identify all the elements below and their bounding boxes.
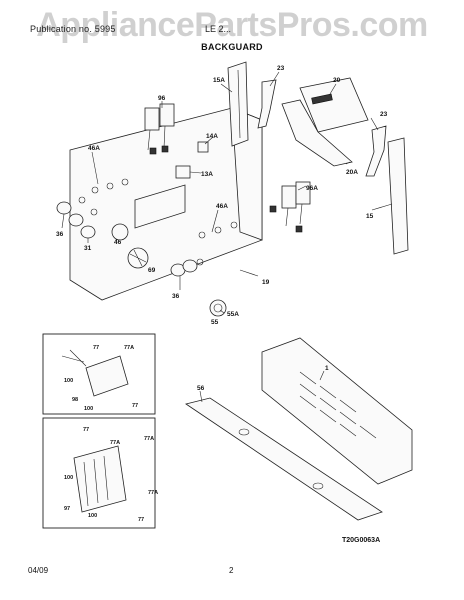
part-46 bbox=[111, 223, 129, 241]
label-46: 46 bbox=[114, 239, 122, 246]
bracket-23-right bbox=[365, 125, 387, 177]
watermark: AppliancePartsPros.com bbox=[36, 6, 428, 44]
control-panel-backguard bbox=[69, 107, 263, 301]
label-46A-right: 46A bbox=[216, 203, 228, 210]
svg-text:77A: 77A bbox=[148, 490, 158, 496]
svg-text:98: 98 bbox=[72, 397, 78, 403]
svg-text:77: 77 bbox=[93, 345, 99, 351]
label-55A: 55A bbox=[227, 311, 239, 318]
page-number: 2 bbox=[229, 566, 234, 575]
label-23: 23 bbox=[277, 65, 285, 72]
label-36-right: 36 bbox=[172, 293, 180, 300]
svg-text:100: 100 bbox=[84, 406, 93, 412]
label-14A: 14A bbox=[206, 133, 218, 140]
label-15: 15 bbox=[366, 213, 374, 220]
revision-date: 04/09 bbox=[28, 566, 49, 575]
label-15A: 15A bbox=[213, 77, 225, 84]
label-36: 36 bbox=[56, 231, 64, 238]
lower-panel-56 bbox=[185, 397, 383, 521]
svg-text:77: 77 bbox=[138, 517, 144, 523]
section-title: BACKGUARD bbox=[201, 42, 263, 52]
inset-box-lower bbox=[42, 417, 156, 529]
label-13A: 13A bbox=[201, 171, 213, 178]
inset-box-upper bbox=[42, 333, 156, 415]
svg-text:77A: 77A bbox=[110, 440, 120, 446]
svg-text:97: 97 bbox=[64, 506, 70, 512]
label-1: 1 bbox=[325, 365, 329, 372]
knob-group-left bbox=[56, 196, 98, 239]
label-23-right: 23 bbox=[380, 111, 388, 118]
model-number: LE 2... bbox=[205, 24, 232, 34]
label-55: 55 bbox=[211, 319, 219, 326]
screw-69 bbox=[127, 247, 149, 269]
label-20A: 20A bbox=[346, 169, 358, 176]
label-69: 69 bbox=[148, 267, 156, 274]
side-bracket-15 bbox=[387, 137, 409, 255]
part-labels: 15A 23 20 96 14A 13A 46A 23 20A 96A 15 4… bbox=[56, 65, 388, 523]
svg-text:77: 77 bbox=[83, 427, 89, 433]
label-56: 56 bbox=[197, 385, 205, 392]
leader-lines bbox=[61, 71, 393, 403]
bracket-23-upper bbox=[257, 79, 277, 129]
svg-text:77: 77 bbox=[132, 403, 138, 409]
indicator-light-13a bbox=[175, 165, 191, 179]
infinite-switch-96a bbox=[269, 181, 311, 233]
svg-text:77A: 77A bbox=[144, 436, 154, 442]
label-19: 19 bbox=[262, 279, 270, 286]
svg-text:100: 100 bbox=[88, 513, 97, 519]
knob-group-right bbox=[170, 258, 204, 277]
label-31: 31 bbox=[84, 245, 92, 252]
svg-text:77A: 77A bbox=[124, 345, 134, 351]
label-20: 20 bbox=[333, 77, 341, 84]
label-96: 96 bbox=[158, 95, 166, 102]
switch-14a bbox=[197, 141, 209, 153]
infinite-switch-96 bbox=[144, 103, 175, 155]
drawing-code: T20G0063A bbox=[342, 537, 381, 544]
label-46A: 46A bbox=[88, 145, 100, 152]
electronic-control-board-20 bbox=[281, 77, 369, 167]
side-bracket-15a bbox=[227, 61, 249, 147]
svg-text:100: 100 bbox=[64, 475, 73, 481]
part-55 bbox=[209, 299, 227, 317]
svg-text:100: 100 bbox=[64, 378, 73, 384]
label-96A: 96A bbox=[306, 185, 318, 192]
rear-panel-1 bbox=[261, 337, 413, 485]
publication-number: Publication no. 5995 bbox=[30, 24, 116, 34]
